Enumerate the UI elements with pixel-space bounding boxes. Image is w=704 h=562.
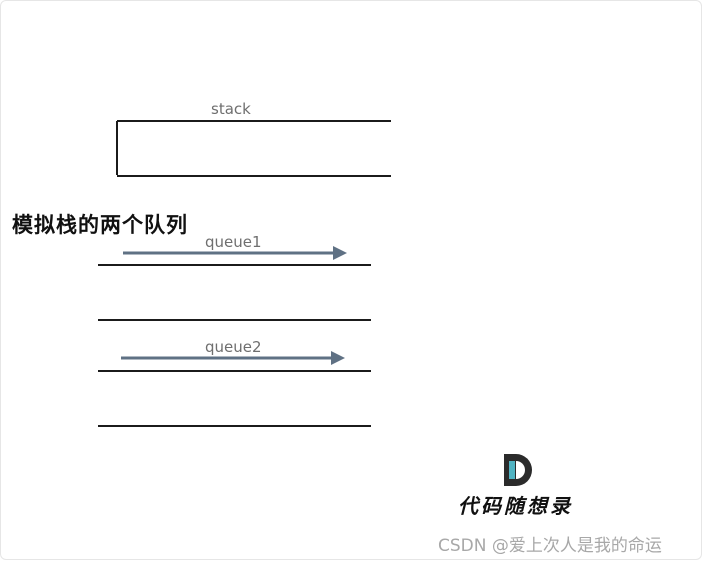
queue2-bottom-line [98, 425, 371, 427]
queue2-arrow [121, 351, 345, 365]
watermark: CSDN @爱上次人是我的命运 [438, 536, 662, 556]
logo-d-icon [504, 454, 532, 486]
queue1-top-line [98, 264, 371, 266]
stack-bottom-line [117, 175, 391, 177]
queue1-label: queue1 [205, 233, 262, 251]
diagram-heading: 模拟栈的两个队列 [12, 213, 188, 237]
stack-label: stack [211, 100, 251, 118]
queue2-label: queue2 [205, 338, 262, 356]
stack-closed-end [116, 121, 118, 175]
queue1-arrow [123, 246, 347, 260]
queue1-bottom-line [98, 319, 371, 321]
stack-top-line [117, 120, 391, 122]
queue2-top-line [98, 370, 371, 372]
logo-text: 代码随想录 [458, 494, 573, 518]
